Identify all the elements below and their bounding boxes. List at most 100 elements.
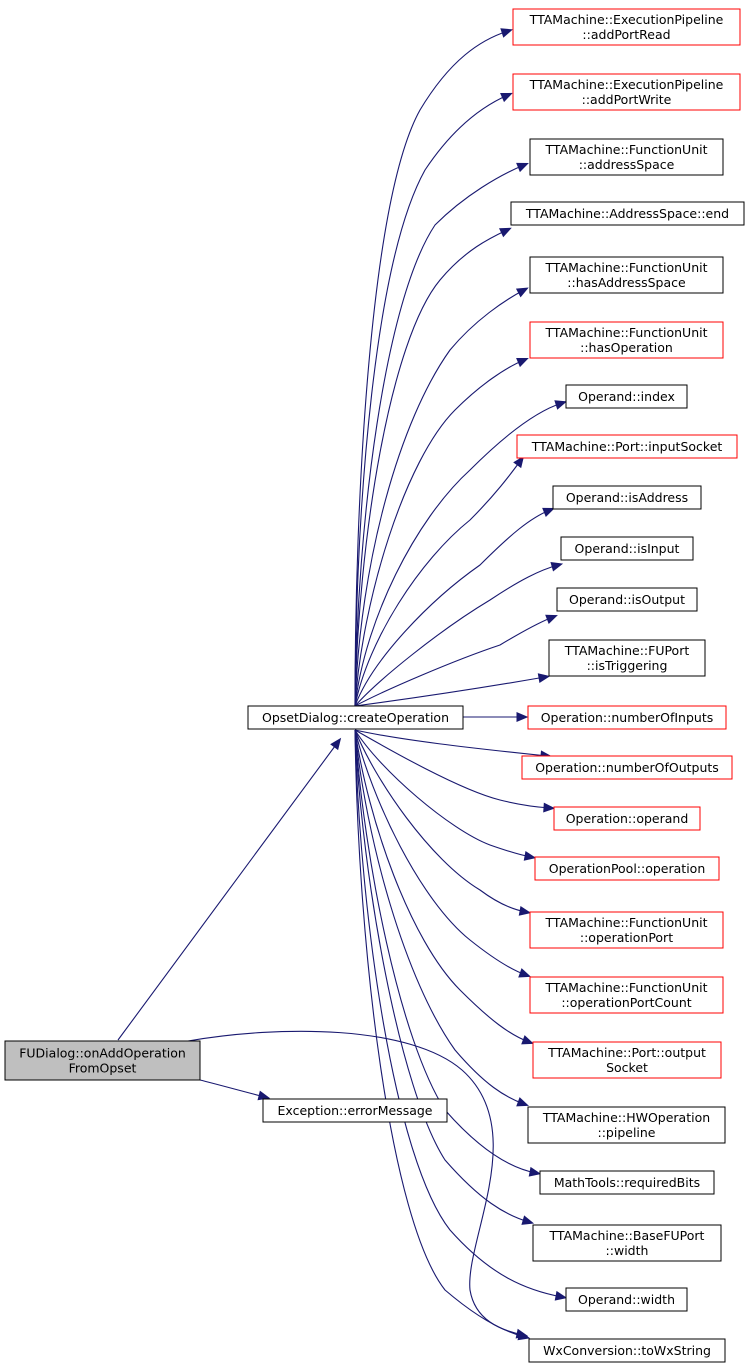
edge-line xyxy=(354,729,526,1338)
call-edge xyxy=(354,92,513,707)
node-box xyxy=(247,705,464,730)
function-node[interactable]: OperationPool::operation xyxy=(534,856,720,881)
node-box xyxy=(556,587,698,612)
function-node[interactable]: Operand::width xyxy=(565,1287,688,1312)
call-edge xyxy=(354,729,531,1341)
node-label: Operation::numberOfOutputs xyxy=(535,760,719,775)
function-node[interactable]: Operation::numberOfOutputs xyxy=(521,755,733,780)
node-label: Exception::errorMessage xyxy=(278,1103,433,1118)
function-node[interactable]: Exception::errorMessage xyxy=(262,1098,448,1123)
call-edge xyxy=(199,1079,271,1101)
arrowhead-icon xyxy=(500,92,513,103)
node-box xyxy=(548,639,706,677)
edge-line xyxy=(354,359,525,707)
arrowhead-icon xyxy=(516,357,529,368)
function-node[interactable]: OpsetDialog::createOperation xyxy=(247,705,464,730)
edge-line xyxy=(354,402,563,707)
edge-line xyxy=(354,676,546,707)
function-node[interactable]: TTAMachine::HWOperation::pipeline xyxy=(527,1106,726,1144)
node-box xyxy=(529,976,724,1014)
node-box xyxy=(527,705,727,730)
node-label: TTAMachine::Port::output xyxy=(547,1045,706,1060)
function-node[interactable]: Operand::isOutput xyxy=(556,587,698,612)
function-node[interactable]: Operand::index xyxy=(565,384,688,409)
node-label: TTAMachine::HWOperation xyxy=(542,1110,710,1125)
edge-line xyxy=(354,729,551,809)
node-label: TTAMachine::AddressSpace::end xyxy=(525,206,729,221)
call-edge xyxy=(354,729,556,813)
arrowhead-icon xyxy=(516,162,529,173)
call-edge xyxy=(354,507,555,707)
function-node[interactable]: TTAMachine::FunctionUnit::operationPortC… xyxy=(529,976,724,1014)
node-label: ::pipeline xyxy=(597,1125,655,1140)
arrowhead-icon xyxy=(513,455,525,469)
edge-line xyxy=(354,509,551,707)
function-node[interactable]: TTAMachine::FunctionUnit::addressSpace xyxy=(529,138,724,176)
edge-line xyxy=(354,729,530,1223)
function-node[interactable]: Operation::numberOfInputs xyxy=(527,705,727,730)
function-node[interactable]: TTAMachine::BaseFUPort::width xyxy=(532,1224,722,1262)
call-edge xyxy=(117,737,342,1041)
call-edge xyxy=(354,162,529,707)
function-node[interactable]: WxConversion::toWxString xyxy=(528,1338,726,1363)
function-node[interactable]: TTAMachine::FunctionUnit::operationPort xyxy=(529,911,724,949)
call-edge xyxy=(187,1030,529,1339)
node-label: Operand::width xyxy=(578,1292,675,1307)
node-box xyxy=(565,1287,688,1312)
edge-line xyxy=(354,459,522,707)
function-node[interactable]: Operation::operand xyxy=(553,806,701,831)
edge-line xyxy=(117,741,339,1041)
node-label: ::addPortRead xyxy=(582,27,670,42)
node-label: FromOpset xyxy=(69,1061,137,1076)
edge-line xyxy=(354,729,548,757)
edge-line xyxy=(187,1030,524,1336)
node-label: TTAMachine::FunctionUnit xyxy=(545,260,708,275)
node-label: ::operationPortCount xyxy=(561,995,691,1010)
arrowhead-icon xyxy=(330,737,342,751)
node-box xyxy=(553,806,701,831)
arrowhead-icon xyxy=(517,1330,531,1341)
edge-line xyxy=(354,729,530,1043)
node-box xyxy=(262,1098,448,1123)
edge-line xyxy=(354,289,525,707)
node-box xyxy=(529,911,724,949)
function-node[interactable]: TTAMachine::ExecutionPipeline::addPortWr… xyxy=(512,73,741,111)
node-box xyxy=(512,73,741,111)
function-node[interactable]: TTAMachine::AddressSpace::end xyxy=(510,201,745,226)
arrowhead-icon xyxy=(554,1290,568,1301)
node-label: Operation::numberOfInputs xyxy=(541,710,714,725)
call-edge xyxy=(354,729,532,916)
edge-line xyxy=(354,564,559,707)
node-box xyxy=(529,321,724,359)
arrowhead-icon xyxy=(554,400,568,410)
node-box xyxy=(4,1040,201,1081)
call-edge xyxy=(354,729,534,1045)
node-label: TTAMachine::FunctionUnit xyxy=(545,915,708,930)
function-node[interactable]: TTAMachine::FUPort::isTriggering xyxy=(548,639,706,677)
node-box xyxy=(512,8,741,46)
node-label: Socket xyxy=(606,1060,648,1075)
function-node[interactable]: TTAMachine::FunctionUnit::hasAddressSpac… xyxy=(529,256,724,294)
function-node[interactable]: TTAMachine::FunctionUnit::hasOperation xyxy=(529,321,724,359)
function-node[interactable]: Operand::isAddress xyxy=(552,485,702,510)
function-node[interactable]: TTAMachine::Port::inputSocket xyxy=(516,434,738,459)
call-edge xyxy=(354,287,529,707)
function-node[interactable]: MathTools::requiredBits xyxy=(539,1170,715,1195)
call-edge xyxy=(354,614,558,707)
function-node[interactable]: TTAMachine::ExecutionPipeline::addPortRe… xyxy=(512,8,741,46)
function-node[interactable]: Operand::isInput xyxy=(560,536,694,561)
node-box xyxy=(534,856,720,881)
node-box xyxy=(529,138,724,176)
edge-line xyxy=(354,729,525,1105)
edges-layer xyxy=(117,28,568,1341)
node-label: OpsetDialog::createOperation xyxy=(262,710,449,725)
arrowhead-icon xyxy=(537,673,551,683)
edge-line xyxy=(354,94,509,707)
arrowhead-icon xyxy=(521,1035,534,1045)
arrowhead-icon xyxy=(523,850,537,861)
edge-line xyxy=(354,729,532,858)
arrowhead-icon xyxy=(550,561,564,572)
